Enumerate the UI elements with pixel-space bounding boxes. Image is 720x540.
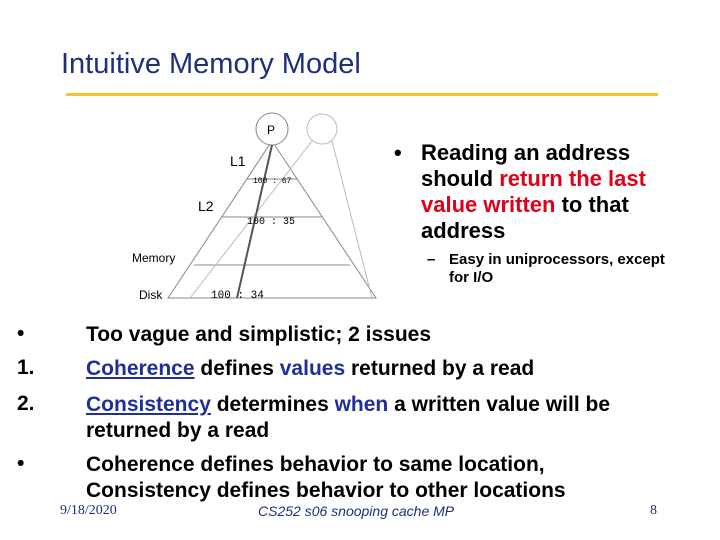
- second-path-right: [331, 140, 373, 299]
- list-marker: •: [17, 322, 25, 345]
- level-label-memory: Memory: [132, 251, 175, 265]
- footer-page-number: 8: [650, 503, 657, 518]
- highlight-return-last-value: return the last value written: [421, 166, 646, 217]
- level-label-l1: L1: [230, 153, 246, 169]
- list-marker: •: [17, 452, 25, 475]
- right-bullet: •: [394, 140, 402, 165]
- processor-label: P: [267, 123, 275, 137]
- list-marker: 1.: [17, 356, 35, 379]
- list-item: Coherence defines values returned by a r…: [86, 357, 535, 380]
- level-label-disk: Disk: [139, 288, 163, 302]
- list-marker: 2.: [17, 392, 35, 415]
- second-path-left: [189, 140, 313, 299]
- list-item: Too vague and simplistic; 2 issues: [86, 323, 432, 346]
- footer-date: 9/18/2020: [60, 503, 117, 518]
- value-l1: 100 : 67: [253, 177, 292, 186]
- title-underline: [66, 93, 658, 96]
- level-label-l2: L2: [198, 198, 214, 214]
- pyramid-outline: [167, 140, 377, 299]
- footer-course: CS252 s06 snooping cache MP: [258, 503, 455, 519]
- slide-title: Intuitive Memory Model: [61, 48, 361, 80]
- sub-bullet-text: Easy in uniprocessors, except for I/O: [449, 251, 665, 286]
- list-item: Consistency determines when a written va…: [86, 393, 610, 442]
- processor-circle-2: [306, 113, 338, 145]
- list-item: Coherence defines behavior to same locat…: [86, 453, 566, 502]
- right-bullet-text: Reading an address should return the las…: [421, 140, 646, 243]
- sub-bullet-dash: –: [427, 251, 436, 268]
- value-l2: 100 : 35: [247, 217, 295, 228]
- value-disk: 100 : 34: [211, 290, 264, 302]
- access-path: [236, 144, 273, 299]
